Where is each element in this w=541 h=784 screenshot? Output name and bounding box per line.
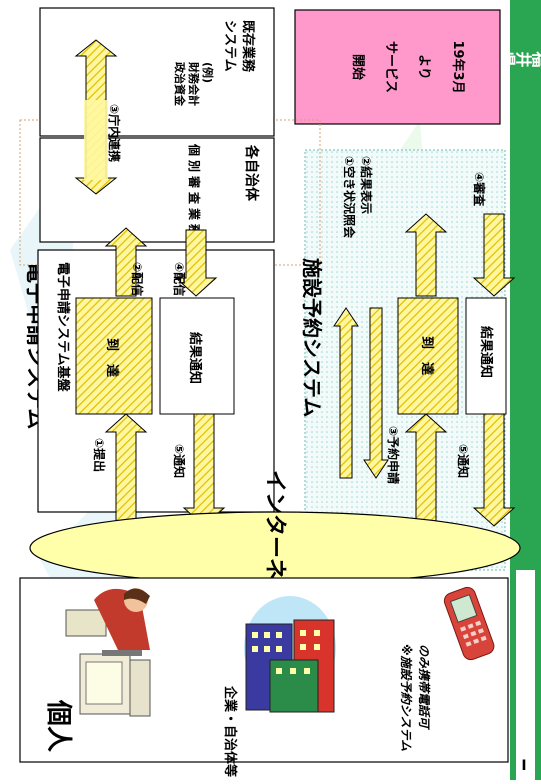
mobile-phone-illustration <box>443 586 495 661</box>
municipality-duty-5: 業 <box>187 207 202 221</box>
service-start-line-4: 開始 <box>350 54 366 80</box>
service-start-line-1: 19年3月 <box>450 40 466 93</box>
facility-top-arrows: ④審査 <box>404 172 516 297</box>
e-app-result: 結果通知 <box>187 332 203 384</box>
facility-query-arrows: ①空き状況照会 ②結果表示 <box>333 156 389 479</box>
municipality-title: 各自治体 <box>243 144 260 202</box>
e-app-deliver-2: ②配信 <box>130 262 145 296</box>
municipality-box: 各自治体 個 別 審 査 業 務 <box>39 137 275 243</box>
user-company: 企業・自治体等 <box>222 685 238 777</box>
e-app-platform-title: 電子申請システム基盤 <box>55 262 71 393</box>
facility-notify: ⑤通知 <box>456 444 471 478</box>
side-banner: 福井県 I <box>499 0 541 780</box>
e-app-notify: ⑤通知 <box>172 444 187 478</box>
person-at-computer-illustration <box>65 588 151 717</box>
facility-query-2: ②結果表示 <box>359 156 374 214</box>
e-app-arrival: 到 達 <box>104 338 120 377</box>
e-app-submit: ①提出 <box>92 438 107 472</box>
facility-apply: ③予約申請 <box>386 426 401 484</box>
municipality-duty-4: 査 <box>187 191 202 205</box>
internal-link-arrow: ③庁内連携 <box>74 39 122 195</box>
internal-link-label: ③庁内連携 <box>107 104 122 162</box>
user-individual: 個人 <box>43 699 73 752</box>
banner-mark: I <box>521 758 526 774</box>
municipality-duty-3: 審 <box>187 175 202 189</box>
service-start-box: 19年3月 より サービス 開始 <box>294 9 501 125</box>
buildings-illustration <box>244 596 336 713</box>
service-start-line-2: より <box>416 54 431 80</box>
mobile-note-1: ※施設予約システム <box>399 644 413 751</box>
municipality-duty-1: 個 <box>187 143 202 156</box>
municipality-duty-2: 別 <box>187 159 201 172</box>
e-app-platform-box: 電子申請システム基盤 到 達 結果通知 <box>37 249 275 513</box>
existing-system-example-1: (例) <box>201 62 215 83</box>
banner-title: 福井県 <box>499 49 541 69</box>
facility-bottom-arrows: ③予約申請 ⑤通知 <box>386 413 516 527</box>
existing-system-title-1: 既存業務 <box>240 20 256 73</box>
e-app-arrows: ②配信 ④配信 ①提出 ⑤通知 <box>92 227 226 527</box>
facility-query-1: ①空き状況照会 <box>342 156 357 239</box>
existing-system-box: 既存業務 システム (例) 財務会計 政治資金 <box>39 7 275 137</box>
mobile-note-2: のみ携帯電話可 <box>417 644 431 730</box>
facility-boxes: 到 達 結果通知 <box>397 297 507 415</box>
existing-system-example-3: 政治資金 <box>173 62 187 107</box>
existing-system-title-2: システム <box>222 20 237 72</box>
service-start-line-3: サービス <box>383 41 399 93</box>
facility-arrival: 到 達 <box>419 336 435 375</box>
e-app-deliver-4: ④配信 <box>172 262 187 296</box>
existing-system-example-2: 財務会計 <box>187 61 201 106</box>
facility-system-title: 施設予約システム <box>300 258 324 417</box>
facility-result: 結果通知 <box>478 326 494 378</box>
facility-review: ④審査 <box>472 172 487 207</box>
